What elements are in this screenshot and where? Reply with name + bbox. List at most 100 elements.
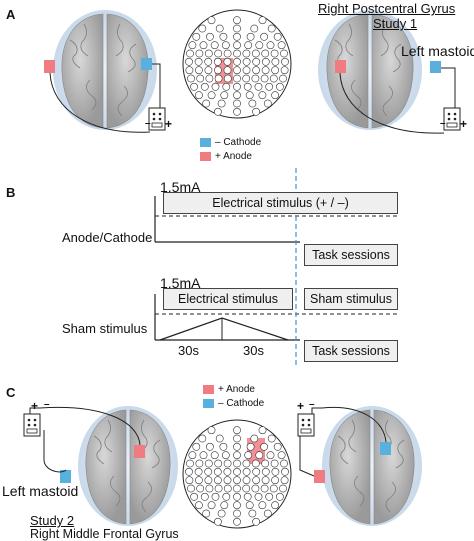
ramp-duration-1: 30s — [178, 343, 199, 358]
eeg-electrode — [267, 434, 276, 443]
stimulus-box-sham-phase: Electrical stimulus — [163, 288, 293, 310]
cathode-pad-c-right — [380, 442, 391, 455]
panel-b-letter: B — [6, 185, 16, 200]
eeg-electrode — [207, 426, 216, 435]
eeg-electrode — [251, 49, 260, 58]
eeg-electrode — [215, 24, 224, 33]
eeg-electrode — [185, 467, 193, 476]
eeg-electrode — [196, 484, 205, 493]
eeg-electrode — [258, 16, 267, 25]
eeg-electrode — [188, 451, 197, 460]
eeg-electrode — [210, 451, 219, 460]
eeg-electrode — [252, 517, 260, 526]
eeg-electrode — [187, 484, 195, 493]
anode-pad-a-right — [335, 60, 346, 73]
eeg-electrode — [245, 501, 254, 510]
eeg-electrode — [281, 57, 289, 66]
eeg-electrode — [233, 41, 241, 50]
eeg-electrode — [252, 476, 260, 485]
battery-minus-c-left: – — [44, 399, 50, 410]
eeg-electrode — [254, 82, 263, 91]
eeg-electrode — [214, 49, 223, 58]
eeg-electrode — [279, 74, 287, 83]
cathode-swatch — [200, 138, 211, 147]
eeg-electrode — [233, 426, 241, 435]
eeg-electrode — [192, 442, 201, 451]
eeg-electrode — [205, 484, 214, 493]
sham-ramp — [159, 317, 289, 341]
eeg-electrode — [277, 451, 286, 460]
anode-pad-c-left — [134, 445, 145, 458]
eeg-electrode — [223, 49, 232, 58]
eeg-electrode — [266, 41, 275, 50]
sham-stimulus-box: Sham stimulus — [304, 288, 398, 310]
eeg-electrode — [204, 66, 213, 75]
eeg-electrode — [222, 82, 231, 91]
eeg-electrode — [233, 57, 241, 66]
eeg-electrode — [271, 66, 279, 75]
battery-plus-c-right: + — [297, 399, 305, 413]
eeg-electrode — [252, 57, 261, 66]
task-sessions-box-1: Task sessions — [304, 244, 398, 266]
eeg-electrode — [233, 509, 241, 518]
eeg-electrode — [233, 517, 241, 526]
eeg-electrode — [223, 74, 232, 83]
panel-c-letter: C — [6, 385, 16, 400]
eeg-electrode — [271, 91, 279, 100]
eeg-electrode — [280, 459, 288, 468]
eeg-electrode — [204, 57, 213, 66]
eeg-electrode — [198, 434, 207, 443]
eeg-electrode — [194, 91, 203, 100]
eeg-electrode — [213, 476, 222, 485]
eeg-electrode — [260, 484, 269, 493]
eeg-electrode — [261, 49, 270, 58]
eeg-electrode — [260, 74, 269, 83]
eeg-electrode — [190, 82, 198, 91]
eeg-electrode — [233, 32, 241, 41]
eeg-electrode — [246, 32, 255, 41]
eeg-electrode — [187, 74, 195, 83]
cathode-pad-a-left — [141, 58, 152, 70]
eeg-electrode — [186, 49, 194, 58]
eeg-electrode — [244, 451, 253, 460]
eeg-electrode — [233, 49, 241, 58]
ramp-duration-2: 30s — [243, 343, 264, 358]
eeg-electrode — [252, 107, 260, 116]
eeg-electrode — [199, 451, 208, 460]
eeg-electrode — [205, 442, 214, 451]
eeg-electrode — [185, 57, 193, 66]
eeg-electrode — [271, 57, 280, 66]
eeg-electrode — [261, 476, 270, 485]
battery-minus-c-right: – — [309, 399, 315, 410]
eeg-electrode — [199, 41, 208, 50]
eeg-electrode — [204, 49, 213, 58]
eeg-electrode — [194, 66, 203, 75]
eeg-electrode — [258, 91, 267, 100]
eeg-electrode — [221, 41, 230, 50]
eeg-electrode — [205, 74, 214, 83]
eeg-electrode — [277, 41, 286, 50]
eeg-electrode — [233, 66, 241, 75]
intensity-label-1: 1.5mA — [160, 179, 201, 195]
eeg-electrode — [211, 82, 220, 91]
battery-minus-a-right: – — [440, 118, 446, 129]
eeg-electrode — [223, 66, 232, 75]
eeg-electrode — [223, 476, 232, 485]
eeg-electrode — [258, 426, 267, 435]
eeg-electrode — [223, 459, 232, 468]
eeg-electrode — [207, 91, 216, 100]
eeg-electrode — [213, 57, 222, 66]
eeg-electrode — [219, 442, 228, 451]
row1-label: Anode/Cathode — [62, 230, 153, 245]
legend-c-cathode: – Cathode — [218, 398, 265, 409]
eeg-electrode — [254, 492, 263, 501]
eeg-electrode — [204, 476, 213, 485]
eeg-electrode — [204, 459, 213, 468]
eeg-electrode — [233, 484, 241, 493]
eeg-electrode — [271, 501, 279, 510]
eeg-electrode — [210, 41, 219, 50]
legend-a-cathode: – Cathode — [215, 137, 262, 148]
eeg-electrode — [233, 74, 241, 83]
eeg-electrode — [260, 32, 268, 41]
